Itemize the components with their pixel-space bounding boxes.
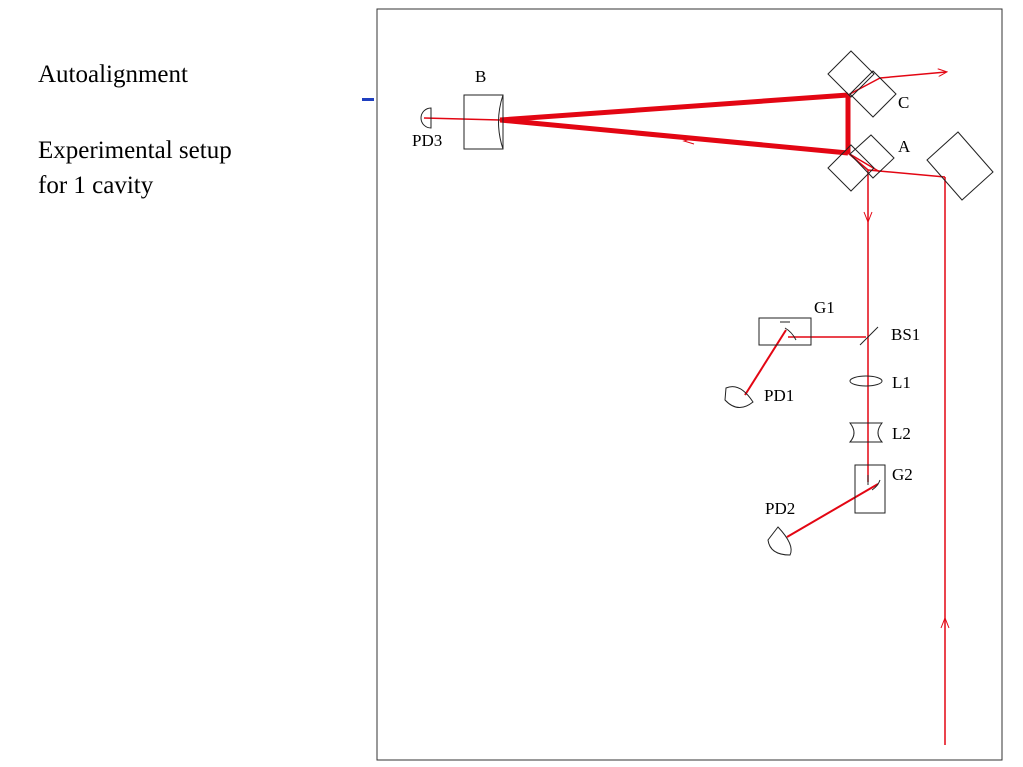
label-c: C <box>898 93 909 112</box>
label-g2: G2 <box>892 465 913 484</box>
label-g1: G1 <box>814 298 835 317</box>
accent-dash <box>362 98 374 101</box>
label-b: B <box>475 67 486 86</box>
g2-element <box>854 464 886 514</box>
steering-mirror <box>926 131 994 201</box>
mirror-c-back <box>849 70 897 118</box>
g1-element <box>758 317 812 346</box>
slide-subtitle-line2: for 1 cavity <box>38 172 154 199</box>
mirror-a <box>827 144 875 192</box>
pd2-detector <box>767 526 792 556</box>
diagram-frame <box>376 8 1003 761</box>
cavity-beams <box>499 92 851 156</box>
label-l1: L1 <box>892 373 911 392</box>
thin-beams <box>423 72 950 745</box>
pd1-detector <box>724 386 754 408</box>
label-a: A <box>898 137 911 156</box>
mirror-c <box>827 50 875 98</box>
l2-lens <box>848 422 884 443</box>
label-pd3: PD3 <box>412 131 442 150</box>
slide-title: Autoalignment <box>38 61 188 88</box>
slide-subtitle-line1: Experimental setup <box>38 137 232 164</box>
label-bs1: BS1 <box>891 325 920 344</box>
label-pd1: PD1 <box>764 386 794 405</box>
pd3-detector <box>420 107 432 129</box>
l1-lens <box>849 375 883 387</box>
mirror-a-back <box>849 134 895 179</box>
bs1-beamsplitter <box>859 326 879 346</box>
label-pd2: PD2 <box>765 499 795 518</box>
mirror-b <box>463 94 504 150</box>
label-l2: L2 <box>892 424 911 443</box>
